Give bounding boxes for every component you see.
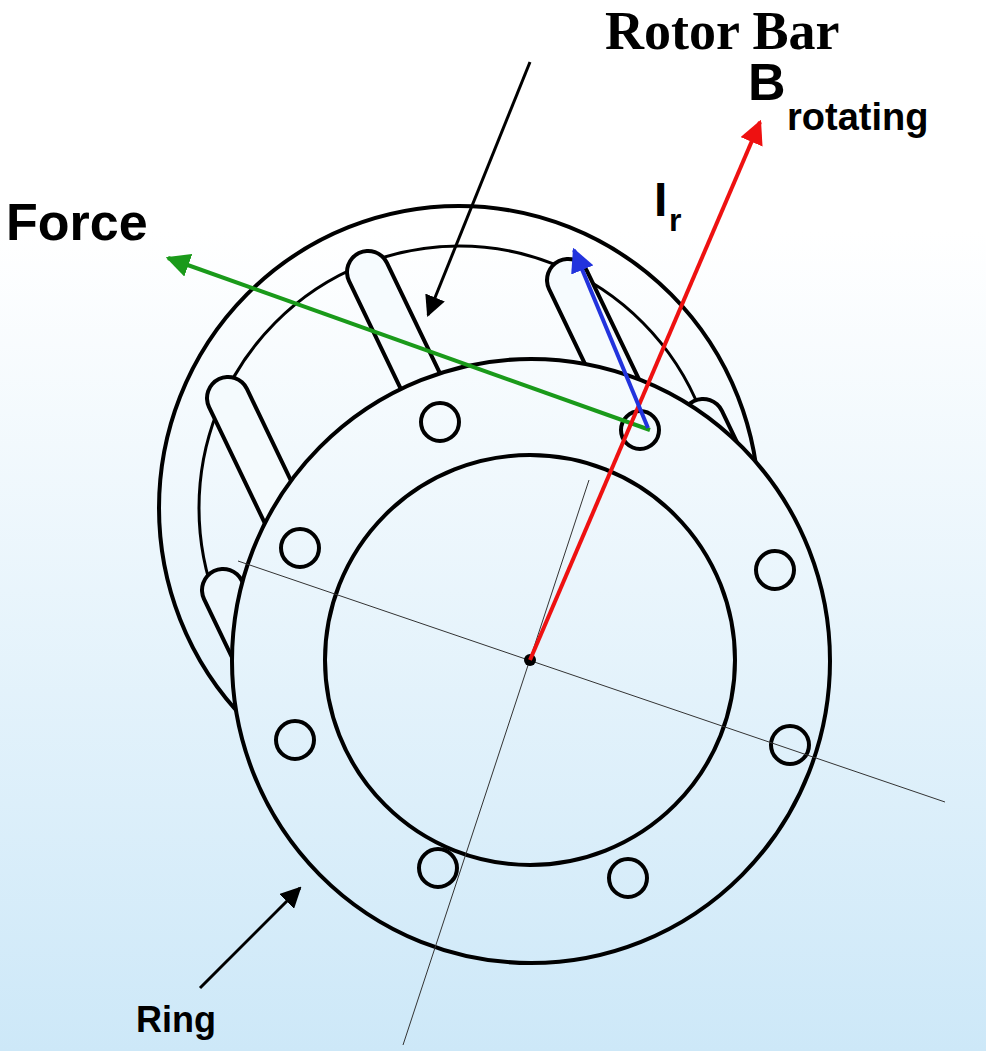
axis-line bbox=[238, 561, 945, 802]
current-vector bbox=[574, 250, 648, 428]
bar-end bbox=[419, 849, 457, 887]
force-vector bbox=[168, 258, 650, 430]
symbol-subscript: r bbox=[669, 204, 681, 236]
bar-end bbox=[276, 721, 314, 759]
symbol-subscript: rotating bbox=[787, 98, 928, 136]
bar-end bbox=[281, 529, 319, 567]
rotor-bar bbox=[568, 280, 640, 430]
back-ring-inner bbox=[199, 246, 719, 770]
bar-end bbox=[421, 403, 459, 441]
leader-arrow bbox=[200, 888, 300, 988]
leader-arrow bbox=[428, 62, 530, 315]
part-label: Rotor Bar bbox=[605, 4, 839, 58]
vector-label: Force bbox=[6, 196, 148, 248]
bar-end bbox=[609, 859, 647, 897]
symbol-label: B bbox=[748, 56, 786, 108]
symbol-label: I bbox=[654, 176, 667, 224]
bar-end bbox=[756, 551, 794, 589]
axis-line bbox=[403, 480, 589, 1045]
back-cage bbox=[159, 206, 775, 810]
field-vector bbox=[530, 122, 760, 660]
ring-outer-edge bbox=[232, 359, 830, 963]
rotor-bar bbox=[568, 280, 640, 430]
part-label: Ring bbox=[136, 1002, 216, 1038]
bar-ends bbox=[276, 403, 809, 897]
front-ring bbox=[232, 359, 830, 963]
rotor-bars bbox=[223, 272, 775, 740]
